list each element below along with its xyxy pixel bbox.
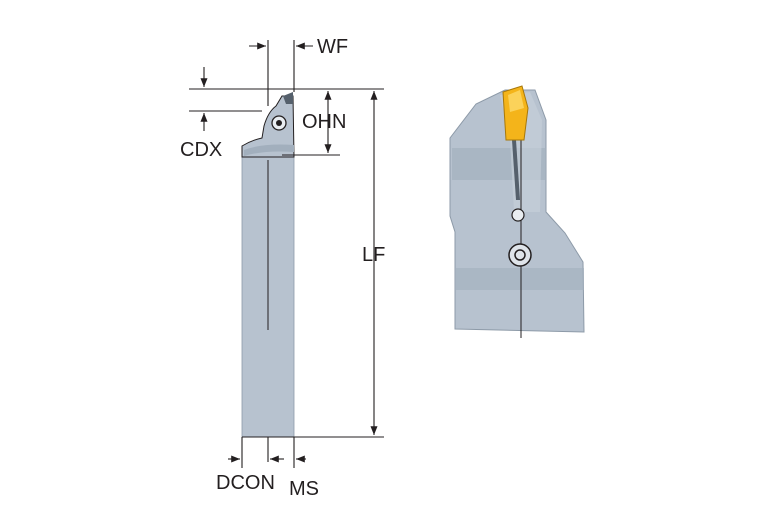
holder-head — [241, 95, 295, 158]
detail-slot — [512, 140, 520, 200]
label-cdx: CDX — [180, 139, 223, 161]
clamp-screw-socket — [276, 120, 282, 126]
holder-detail-view — [449, 85, 585, 338]
detail-screw — [508, 243, 532, 267]
label-dcon: DCON — [216, 472, 275, 494]
label-wf: WF — [317, 36, 349, 58]
detail-pin — [511, 208, 525, 222]
label-ohn: OHN — [302, 111, 347, 133]
head-shading — [244, 144, 294, 156]
insert-tip — [283, 92, 293, 104]
dimension-lines — [189, 40, 384, 468]
label-lf: LF — [362, 244, 386, 266]
label-ms: MS — [289, 478, 319, 500]
detail-band-lower — [455, 268, 584, 290]
holder-side-view — [241, 92, 295, 438]
detail-screw-socket — [514, 249, 526, 261]
insert-highlight — [508, 90, 524, 112]
